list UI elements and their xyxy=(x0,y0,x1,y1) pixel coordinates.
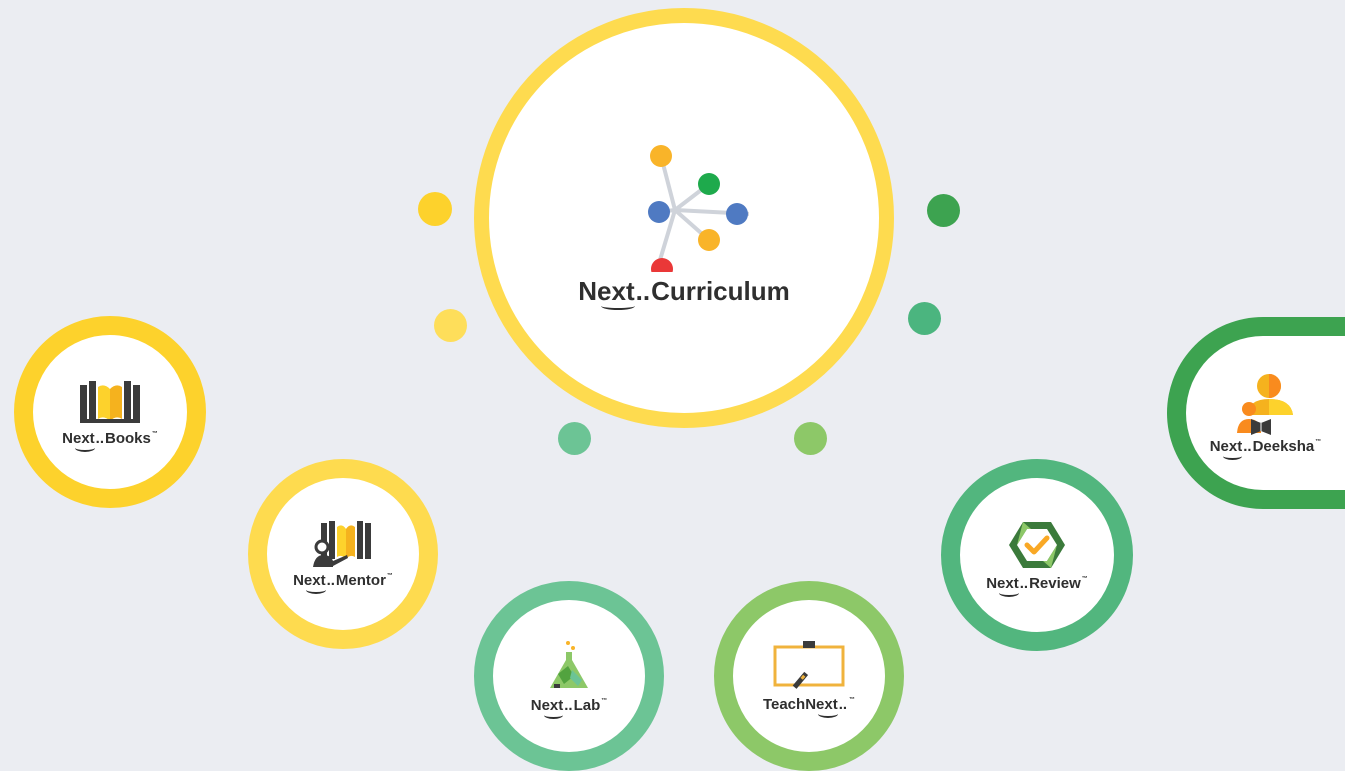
checkmark-hexagon-icon xyxy=(1009,521,1065,568)
lab-flask-icon xyxy=(550,640,588,688)
light-yellow-dot xyxy=(434,309,467,342)
mint-dot xyxy=(558,422,591,455)
teacher-book-icon xyxy=(313,520,371,567)
green-dot xyxy=(908,302,941,335)
yellow-dot xyxy=(418,192,452,226)
open-book-icon xyxy=(80,380,140,423)
lime-dot xyxy=(794,422,827,455)
network-nodes-icon xyxy=(648,145,749,272)
next-curriculum-circle[interactable]: Next..Curriculum xyxy=(474,8,894,428)
next-curriculum-logo: Next..Curriculum xyxy=(578,278,790,310)
person-reading-icon xyxy=(1236,373,1293,435)
dark-green-dot xyxy=(927,194,960,227)
smartboard-icon xyxy=(773,640,845,689)
